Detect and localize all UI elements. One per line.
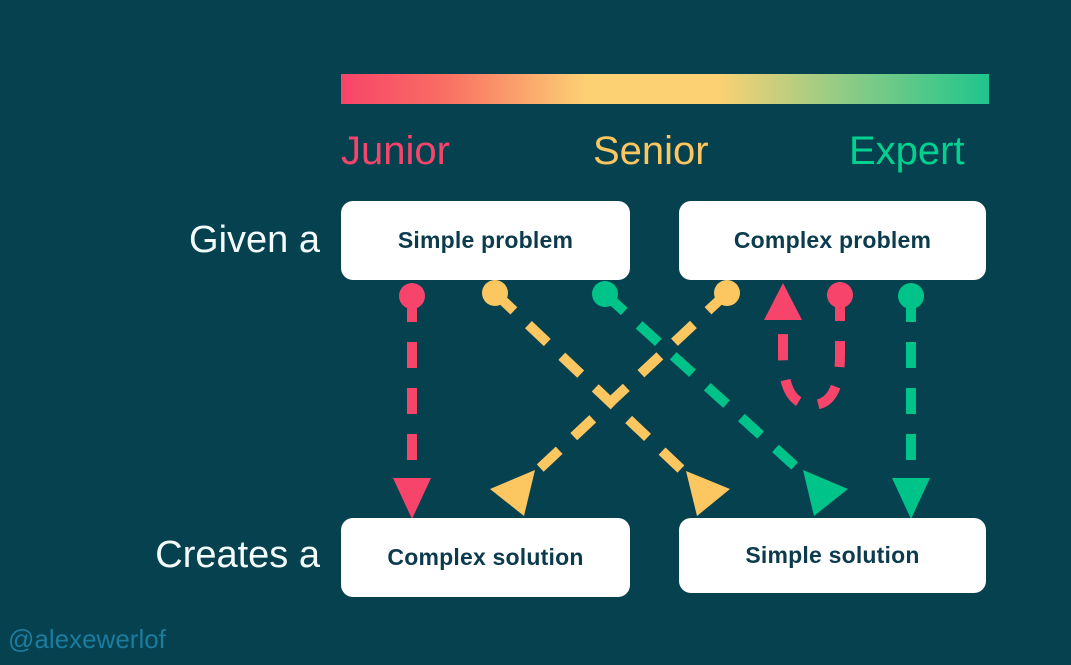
node-simple-solution[interactable]: Simple solution bbox=[679, 518, 986, 593]
flow-expert-simple-problem bbox=[592, 281, 848, 516]
flow-arrowhead-expert-complex bbox=[892, 478, 930, 519]
flow-line-expert-simple bbox=[601, 290, 822, 491]
node-simple-solution-label: Simple solution bbox=[745, 542, 920, 568]
flow-arrowhead-expert-simple bbox=[803, 470, 848, 516]
node-complex-solution[interactable]: Complex solution bbox=[341, 518, 630, 597]
flow-expert-complex-problem bbox=[892, 283, 930, 519]
flow-arrowhead-senior-simple bbox=[686, 471, 730, 516]
row-label-given: Given a bbox=[189, 219, 320, 261]
level-label-junior: Junior bbox=[341, 129, 450, 173]
flow-line-senior-simple bbox=[491, 289, 704, 491]
flow-arrowhead-senior-complex bbox=[490, 470, 535, 516]
author-watermark: @alexewerlof bbox=[8, 624, 166, 654]
flow-junior-complex-problem bbox=[764, 282, 853, 411]
level-label-senior: Senior bbox=[593, 129, 709, 173]
flow-line-senior-complex bbox=[516, 289, 731, 491]
node-simple-problem[interactable]: Simple problem bbox=[341, 201, 630, 280]
flow-arrowhead-junior-complex bbox=[764, 283, 802, 320]
node-complex-solution-label: Complex solution bbox=[387, 544, 584, 570]
flow-junior-simple-problem bbox=[393, 283, 431, 519]
experience-gradient-bar bbox=[341, 74, 989, 104]
level-label-expert: Expert bbox=[849, 129, 965, 173]
flow-senior-complex-problem bbox=[490, 280, 740, 516]
row-label-creates: Creates a bbox=[155, 534, 320, 576]
node-simple-problem-label: Simple problem bbox=[397, 227, 574, 253]
node-complex-problem-label: Complex problem bbox=[733, 227, 932, 253]
node-complex-problem[interactable]: Complex problem bbox=[679, 201, 986, 280]
gradient-bar-svg bbox=[341, 74, 989, 104]
flow-senior-simple-problem bbox=[482, 280, 730, 516]
flow-arrowhead-junior-simple bbox=[393, 478, 431, 519]
